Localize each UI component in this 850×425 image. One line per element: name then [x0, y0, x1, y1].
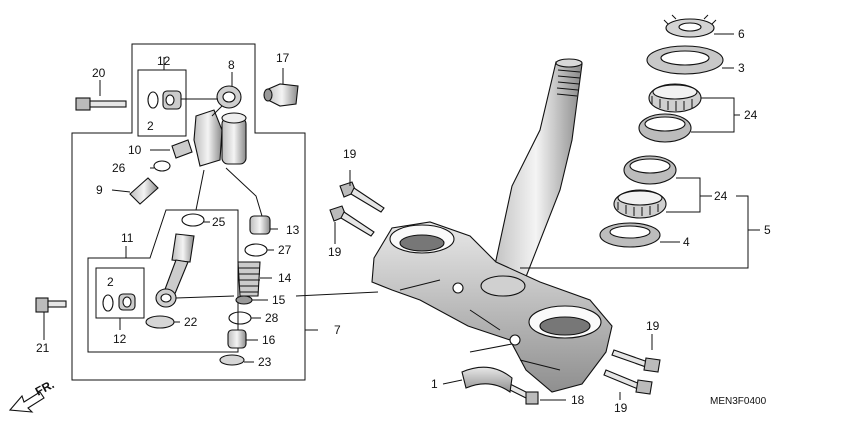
oring-part-28	[228, 311, 252, 325]
callout-5: 5	[764, 223, 771, 237]
piston-rod-part-11	[155, 233, 195, 308]
washer-part-23	[219, 354, 245, 366]
oring-part-27	[244, 243, 268, 257]
bolt-part-19-upper	[339, 181, 385, 213]
upper-bearing-part-24	[648, 83, 702, 113]
callout-2-bottom: 2	[107, 275, 114, 289]
callout-4: 4	[683, 235, 690, 249]
steering-stem-shaft	[489, 58, 583, 293]
callout-12-top: 12	[157, 54, 171, 68]
plug-part-16	[227, 329, 247, 349]
diagram-code: MEN3F0400	[710, 396, 767, 407]
oring-part-26	[153, 160, 171, 172]
lower-bearing-part-24	[613, 189, 667, 219]
lower-bracket	[371, 221, 613, 393]
lower-race-part-24	[623, 155, 677, 185]
callout-18: 18	[571, 393, 585, 407]
washer-part-22	[145, 315, 175, 329]
callout-17: 17	[276, 51, 290, 65]
callout-6: 6	[738, 27, 745, 41]
callout-19-right-upper: 19	[646, 319, 660, 333]
assembly-box-7	[71, 43, 306, 381]
bolt-part-20	[75, 97, 127, 111]
spring-part-14	[237, 261, 261, 297]
adjusting-nut-part-3	[646, 45, 724, 75]
bolt-part-19-right-upper	[611, 349, 661, 373]
assembly-box-12-bottom	[95, 267, 145, 319]
callout-22: 22	[184, 315, 198, 329]
leader-lines	[43, 33, 760, 401]
callout-1: 1	[431, 377, 438, 391]
callout-24-lower: 24	[714, 189, 728, 203]
callout-28: 28	[265, 311, 279, 325]
stem-nut-part-6	[663, 14, 717, 38]
callout-13: 13	[286, 223, 300, 237]
callout-16: 16	[262, 333, 276, 347]
ball-part-15	[235, 295, 253, 305]
callout-27: 27	[278, 243, 292, 257]
callout-14: 14	[278, 271, 292, 285]
bolt-part-21	[35, 297, 67, 313]
callout-10: 10	[128, 143, 142, 157]
callout-7: 7	[334, 323, 341, 337]
callout-12-bottom: 12	[113, 332, 127, 346]
callout-9: 9	[96, 183, 103, 197]
callout-8: 8	[228, 58, 235, 72]
callout-19-upper: 19	[343, 147, 357, 161]
cap-part-17	[263, 83, 299, 107]
dust-seal-part-4	[599, 222, 661, 248]
valve-part-9	[129, 177, 159, 205]
callout-2-top: 2	[147, 119, 154, 133]
front-direction-arrow-icon	[8, 391, 45, 413]
assembly-box-12-top	[137, 69, 187, 137]
callout-11: 11	[121, 231, 134, 245]
callout-24-upper: 24	[744, 108, 758, 122]
upper-race-part-24	[638, 113, 692, 143]
callout-19-right-lower: 19	[614, 401, 628, 415]
callout-21: 21	[36, 341, 50, 355]
callout-23: 23	[258, 355, 272, 369]
clamp-part-1	[461, 366, 513, 393]
bushing-part-12-top	[162, 90, 182, 110]
bushing-part-12-bottom	[118, 293, 136, 311]
damper-body-part-7	[193, 109, 247, 167]
fitting-part-10	[171, 139, 193, 159]
callout-labels: 6 3 24 24 5 4 12 2 8 17 20 10 26 9 25 13…	[33, 27, 771, 415]
bolt-part-19-right-lower	[603, 369, 653, 395]
callout-26: 26	[112, 161, 126, 175]
callout-20: 20	[92, 66, 106, 80]
snap-ring-part-2-bottom	[102, 294, 114, 312]
callout-15: 15	[272, 293, 286, 307]
snap-ring-part-2-top	[147, 91, 159, 109]
assembly-box-11	[87, 209, 239, 353]
cap-part-13	[249, 215, 271, 235]
bolt-part-19-lower	[329, 205, 375, 237]
rod-end-part-8	[211, 85, 242, 117]
callout-25: 25	[212, 215, 226, 229]
oring-part-25	[181, 213, 205, 227]
callout-19-lower: 19	[328, 245, 342, 259]
callout-3: 3	[738, 61, 745, 75]
